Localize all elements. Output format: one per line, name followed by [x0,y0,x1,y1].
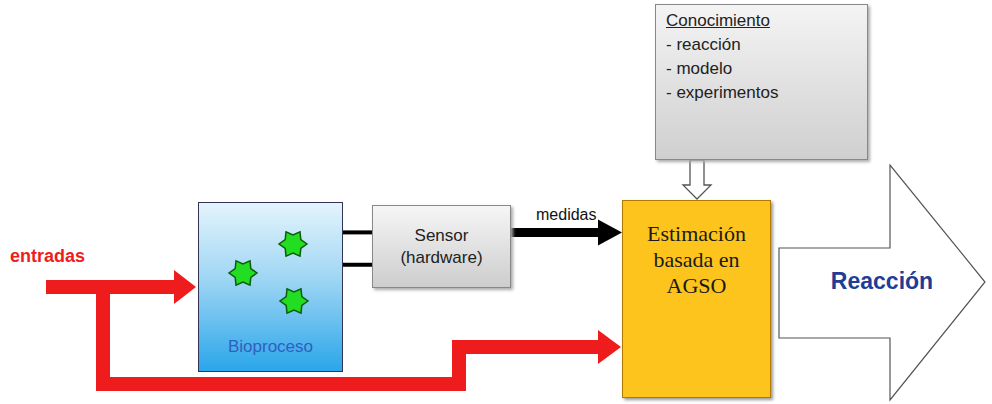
input-label: entradas [10,246,85,267]
node-text: Estimación basada en AGSO [629,221,764,299]
input-branch [96,377,466,391]
input-branch [96,287,110,391]
arrow-head [598,330,621,364]
output-label: Reacción [792,268,972,295]
input-branch [452,340,600,354]
box-heading: Conocimiento [666,11,857,31]
knowledge-box: Conocimiento- reacción- modelo- experime… [655,4,868,160]
estimation-box: Estimación basada en AGSO [622,200,771,398]
box-label: Bioproceso [199,337,342,357]
bioprocess-box: Bioproceso [198,202,343,372]
connector [511,219,622,245]
sensor-box: Sensor (hardware) [372,205,511,288]
list-item: - experimentos [666,81,857,105]
arrow-head [174,270,196,304]
cell-symbol [279,232,307,256]
connector [343,232,372,264]
list-item: - modelo [666,57,857,81]
cell-symbol [280,289,308,313]
cell-symbol [229,261,257,285]
reaction-arrow: Reacción [778,164,988,402]
node-text: Sensor (hardware) [379,225,504,269]
connector [683,160,711,199]
edge-label: medidas [536,206,596,224]
input-line [46,280,176,294]
list-item: - reacción [666,33,857,57]
